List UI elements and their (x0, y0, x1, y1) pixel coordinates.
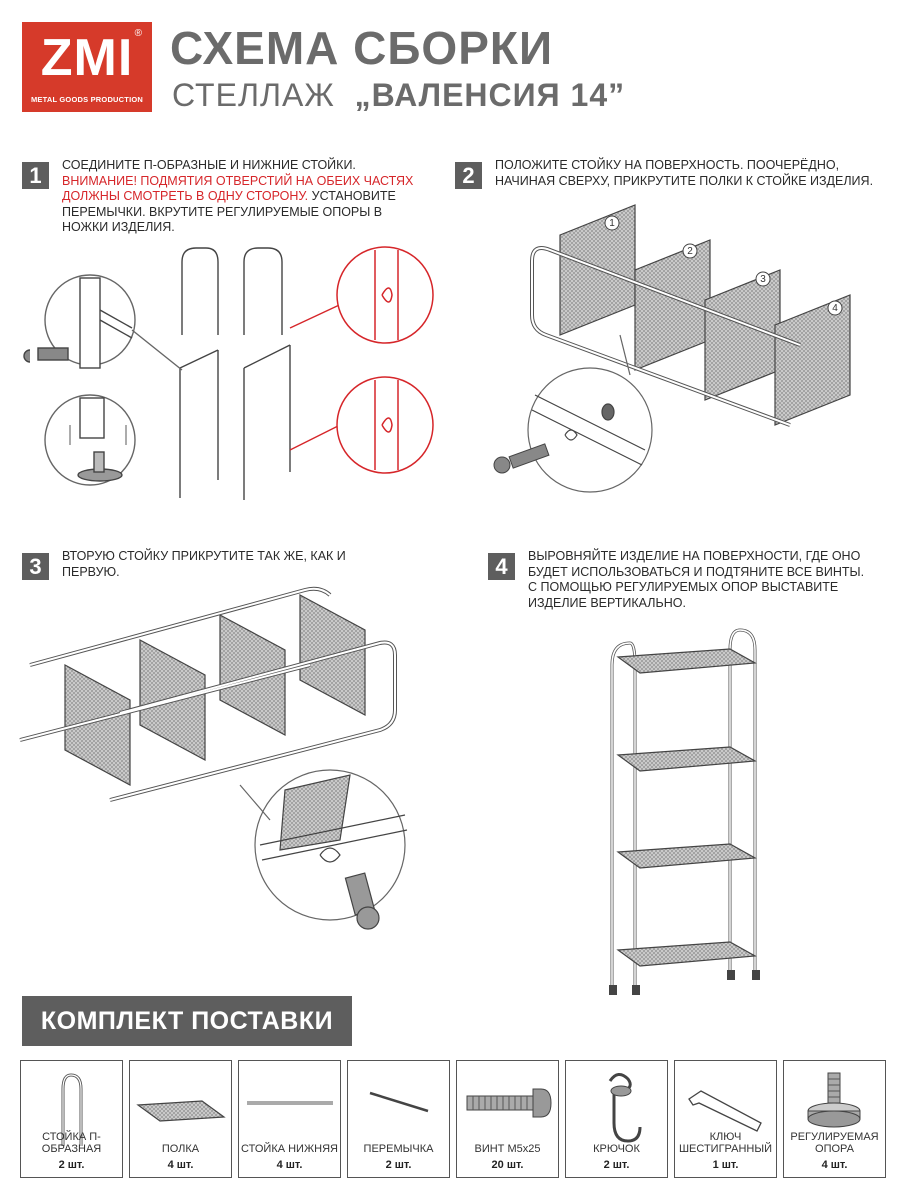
u-post-icon (61, 1073, 83, 1146)
adjustable-foot-icon (807, 1072, 861, 1128)
brand-logo: ZMI ® METAL GOODS PRODUCTION (22, 22, 152, 112)
kit-item-qty: 4 шт. (167, 1159, 194, 1171)
kit-item-qty: 20 шт. (491, 1159, 524, 1171)
kit-title: КОМПЛЕКТ ПОСТАВКИ (22, 996, 352, 1046)
kit-item-qty: 2 шт. (385, 1159, 412, 1171)
step-4-text: Выровняйте изделие на поверхности, где о… (528, 549, 865, 610)
page-subtitle: СТЕЛЛАЖ „ВАЛЕНСИЯ 14” (172, 76, 625, 114)
step-3-illustration (19, 586, 408, 930)
kit-item-adjustable-foot: РЕГУЛИРУЕМАЯ ОПОРА 4 шт. (783, 1060, 886, 1178)
shelf-label-3: 3 (760, 274, 766, 285)
lower-post-icon (247, 1101, 333, 1105)
screw-icon (466, 1088, 552, 1118)
kit-item-name: ПОЛКА (161, 1143, 200, 1155)
product-name: „ВАЛЕНСИЯ 14” (354, 77, 626, 113)
kit-item-screw: ВИНТ М5х25 20 шт. (456, 1060, 559, 1178)
step-3-text: Вторую стойку прикрутите так же, как и п… (62, 549, 346, 579)
step-2-illustration: 1 2 3 4 (493, 204, 851, 493)
shelf-label-1: 1 (609, 218, 615, 229)
kit-item-name: КЛЮЧ ШЕСТИГРАННЫЙ (678, 1131, 773, 1155)
kit-item-name: РЕГУЛИРУЕМАЯ ОПОРА (790, 1131, 879, 1155)
kit-item-crossbar: ПЕРЕМЫЧКА 2 шт. (347, 1060, 450, 1178)
kit-item-qty: 2 шт. (58, 1159, 85, 1171)
kit-item-name: ВИНТ М5х25 (474, 1143, 541, 1155)
step-4-number: 4 (488, 553, 515, 580)
subtitle-prefix: СТЕЛЛАЖ (172, 77, 335, 113)
hex-key-icon (688, 1090, 762, 1132)
step-4-illustration (609, 628, 760, 995)
kit-item-qty: 4 шт. (821, 1159, 848, 1171)
step-1-warning: Внимание! Подмятия отверстий на обеих ча… (62, 173, 414, 204)
shelf-icon (136, 1100, 226, 1122)
kit-item-name: ПЕРЕМЫЧКА (363, 1143, 434, 1155)
kit-item-lower-post: СТОЙКА НИЖНЯЯ 4 шт. (238, 1060, 341, 1178)
crossbar-icon (369, 1091, 429, 1113)
page-title: СХЕМА СБОРКИ (170, 22, 554, 74)
shelf-label-4: 4 (832, 303, 838, 314)
step-2-text: Положите стойку на поверхность. Поочерёд… (495, 158, 874, 188)
step-2-number: 2 (455, 162, 482, 189)
step-1-number: 1 (22, 162, 49, 189)
logo-text: ZMI (40, 29, 134, 87)
hook-icon (608, 1073, 642, 1143)
step-1-text: Соедините П-образные и нижние стойки. Вн… (62, 158, 422, 236)
logo-registered-mark: ® (134, 28, 142, 39)
kit-item-qty: 2 шт. (603, 1159, 630, 1171)
step-1-instruction-2: Установите перемычки. Вкрутите регулируе… (62, 189, 396, 234)
kit-item-name: КРЮЧОК (593, 1143, 640, 1155)
kit-item-shelf: ПОЛКА 4 шт. (129, 1060, 232, 1178)
step-1-illustration (23, 246, 434, 500)
kit-item-name: СТОЙКА П-ОБРАЗНАЯ (41, 1131, 102, 1155)
kit-item-hex-key: КЛЮЧ ШЕСТИГРАННЫЙ 1 шт. (674, 1060, 777, 1178)
kit-item-hook: КРЮЧОК 2 шт. (565, 1060, 668, 1178)
shelf-label-2: 2 (687, 246, 693, 257)
step-1-instruction: Соедините П-образные и нижние стойки. (62, 158, 356, 172)
kit-item-name: СТОЙКА НИЖНЯЯ (241, 1143, 338, 1155)
kit-item-qty: 1 шт. (712, 1159, 739, 1171)
kit-item-qty: 4 шт. (276, 1159, 303, 1171)
step-3-number: 3 (22, 553, 49, 580)
kit-item-u-post: СТОЙКА П-ОБРАЗНАЯ 2 шт. (20, 1060, 123, 1178)
logo-subtitle: METAL GOODS PRODUCTION (30, 95, 144, 104)
